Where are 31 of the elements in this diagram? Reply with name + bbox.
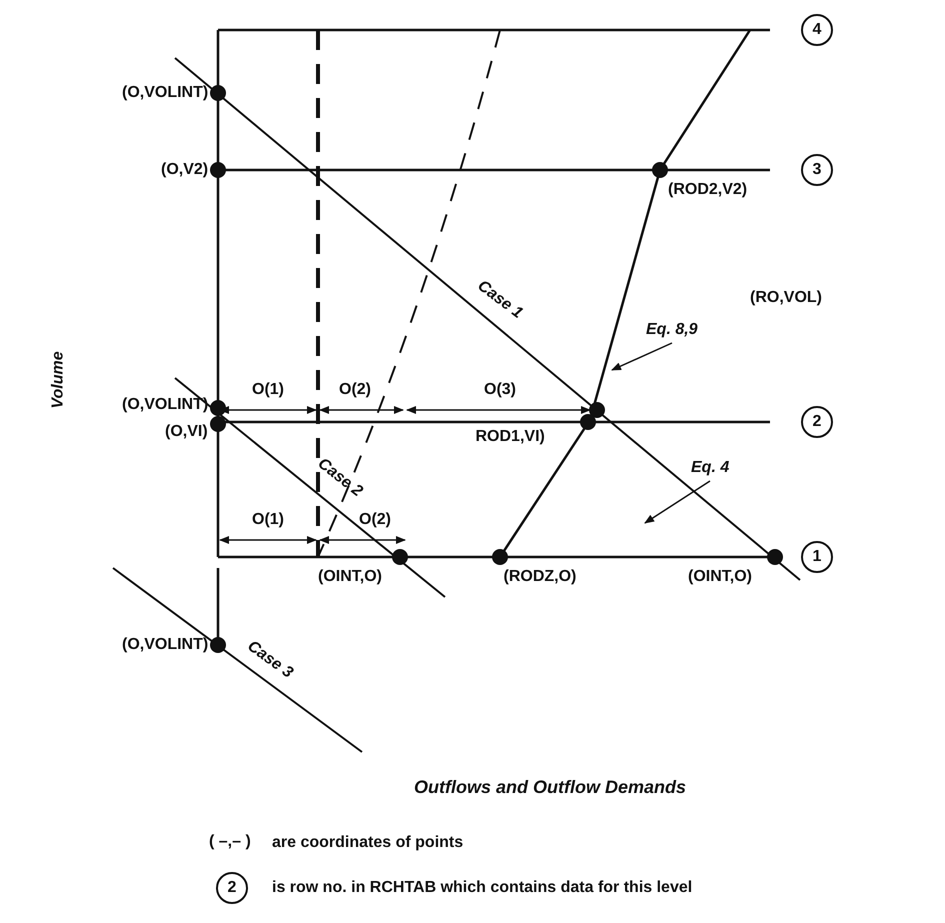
level-number: 2 [216, 872, 248, 904]
point-label: (O,VOLINT) [122, 84, 208, 102]
leader-arrow [611, 342, 672, 371]
point-label: (O,VOLINT) [122, 396, 208, 414]
legend-symbol: ( –,– ) [209, 833, 251, 851]
level-number: 2 [801, 406, 833, 438]
point-label: (RO,VOL) [750, 289, 822, 307]
dimension-label: O(2) [339, 381, 371, 399]
point-label: (RODZ,O) [504, 568, 576, 586]
point-label: (ROD2,V2) [668, 181, 748, 199]
equation-label: Eq. 8,9 [646, 321, 698, 339]
level-number: 4 [801, 14, 833, 46]
leader-arrow [644, 480, 710, 524]
axis-title: Volume [49, 351, 68, 409]
level-number: 3 [801, 154, 833, 186]
legend-text: is row no. in RCHTAB which contains data for this level [272, 879, 692, 897]
axis-title: Outflows and Outflow Demands [414, 778, 686, 796]
dimension-label: O(1) [252, 511, 284, 529]
dimension-label: O(2) [359, 511, 391, 529]
case-label: Case 3 [244, 638, 296, 682]
point-label: ROD1,VI) [476, 428, 545, 446]
point-label: (O,VOLINT) [122, 636, 208, 654]
level-number: 1 [801, 541, 833, 573]
dimension-label: O(3) [484, 381, 516, 399]
legend-text: are coordinates of points [272, 834, 464, 852]
point-label: (O,VI) [165, 423, 208, 441]
point-label: (OINT,O) [688, 568, 752, 586]
dimension-label: O(1) [252, 381, 284, 399]
point-label: (O,V2) [161, 161, 208, 179]
point-label: (OINT,O) [318, 568, 382, 586]
equation-label: Eq. 4 [691, 459, 730, 477]
